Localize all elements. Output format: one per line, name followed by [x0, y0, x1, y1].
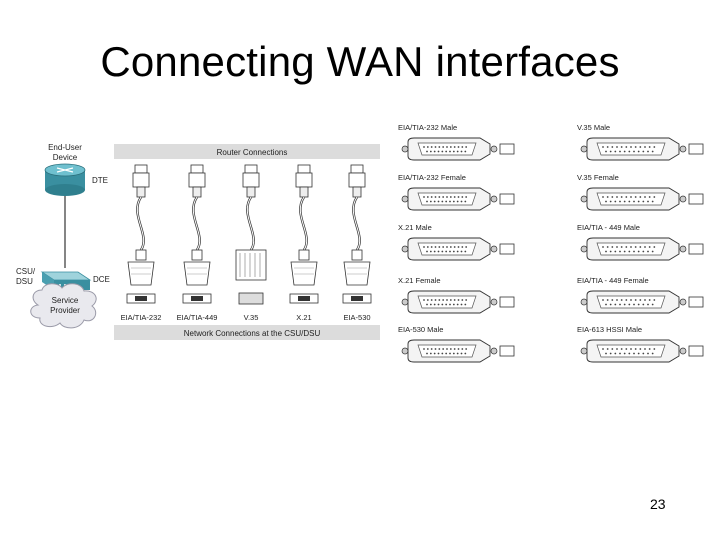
connector-eia-613-hssi-male: EIA-613 HSSI Male: [577, 325, 704, 363]
service-provider-label-1: Service: [52, 296, 79, 305]
slide-title: Connecting WAN interfaces: [100, 38, 620, 85]
cable-5: [342, 164, 372, 304]
cable-label-x21: X.21: [296, 313, 311, 322]
cable-2: [182, 164, 212, 304]
cable-3: [235, 164, 267, 305]
cable-label-eia-tia-232: EIA/TIA-232: [121, 313, 162, 322]
connector-label: EIA-530 Male: [398, 325, 443, 334]
service-provider-label-2: Provider: [50, 306, 80, 315]
connector-x-21-male: X.21 Male: [398, 223, 515, 261]
connector-eia-tia-449-female: EIA/TIA - 449 Female: [577, 276, 704, 314]
connector-label: EIA/TIA - 449 Female: [577, 276, 649, 285]
service-provider-cloud-icon: [30, 283, 97, 329]
connector-x-21-female: X.21 Female: [398, 276, 515, 314]
dce-label: DCE: [93, 275, 110, 284]
cable-4: [289, 164, 319, 304]
connector-label: EIA-613 HSSI Male: [577, 325, 642, 334]
router-connections-label: Router Connections: [217, 148, 288, 157]
connector-label: X.21 Female: [398, 276, 441, 285]
connector-v-35-male: V.35 Male: [577, 123, 704, 161]
connector-eia-tia-232-male: EIA/TIA-232 Male: [398, 123, 515, 161]
network-connections-label: Network Connections at the CSU/DSU: [184, 329, 321, 338]
router-connections-banner: [114, 144, 380, 159]
connector-label: V.35 Female: [577, 173, 619, 182]
cable-label-eia-530: EIA-530: [343, 313, 370, 322]
connector-label: EIA/TIA-232 Male: [398, 123, 457, 132]
connector-label: EIA/TIA - 449 Male: [577, 223, 640, 232]
cable-label-v35: V.35: [244, 313, 259, 322]
connector-label: EIA/TIA-232 Female: [398, 173, 466, 182]
page-number: 23: [650, 496, 666, 512]
csu-dsu-label-2: DSU: [16, 277, 33, 286]
connector-eia-tia-449-male: EIA/TIA - 449 Male: [577, 223, 704, 261]
network-connections-banner: [114, 325, 380, 340]
connector-eia-tia-232-female: EIA/TIA-232 Female: [398, 173, 515, 211]
connector-eia-530-male: EIA-530 Male: [398, 325, 515, 363]
csu-dsu-label-1: CSU/: [16, 267, 36, 276]
cable-1: [126, 164, 156, 304]
dte-label: DTE: [92, 176, 108, 185]
cable-label-eia-tia-449: EIA/TIA-449: [177, 313, 218, 322]
connector-label: X.21 Male: [398, 223, 432, 232]
router-icon: [44, 163, 86, 196]
connector-label: V.35 Male: [577, 123, 610, 132]
end-user-device-label-line1: End-User: [48, 143, 82, 152]
end-user-device-label-line2: Device: [53, 153, 78, 162]
connector-v-35-female: V.35 Female: [577, 173, 704, 211]
